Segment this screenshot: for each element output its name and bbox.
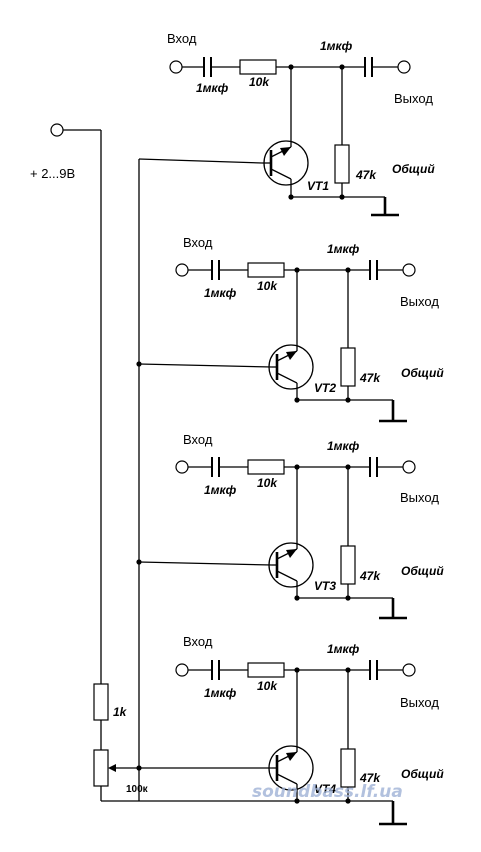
supply-terminal[interactable]: [50, 123, 64, 137]
output-label: Выход: [400, 490, 439, 505]
transistor-symbol: [268, 745, 314, 791]
base-bias-bus: [136, 158, 273, 801]
common-label: Общий: [392, 162, 435, 176]
stage-vt1: Вход 1мкф 10k 1мкф Выход 47k VT: [167, 31, 435, 217]
series-resistor-1k: [93, 683, 109, 721]
series-resistor-label: 10k: [257, 279, 278, 293]
output-terminal[interactable]: [402, 663, 416, 677]
input-terminal[interactable]: [169, 60, 183, 74]
supply-voltage-label: + 2...9В: [30, 166, 75, 181]
input-terminal[interactable]: [175, 263, 189, 277]
stage-vt4: Вход 1мкф 10k 1мкф Выход 47k VT: [175, 634, 444, 826]
output-label: Выход: [400, 294, 439, 309]
output-cap-label: 1мкф: [320, 39, 353, 53]
series-resistor-label: 10k: [257, 476, 278, 490]
load-resistor: [340, 545, 356, 585]
input-cap-label: 1мкф: [204, 686, 237, 700]
supply-rail: + 2...9В: [30, 123, 102, 684]
stage-vt3: Вход 1мкф 10k 1мкф Выход 47k VT: [175, 432, 444, 620]
transistor-label: VT4: [314, 782, 336, 796]
output-cap-label: 1мкф: [327, 642, 360, 656]
output-terminal[interactable]: [402, 460, 416, 474]
input-terminal[interactable]: [175, 460, 189, 474]
series-resistor: [247, 662, 285, 678]
common-label: Общий: [401, 767, 444, 781]
output-label: Выход: [400, 695, 439, 710]
load-resistor-label: 47k: [359, 771, 381, 785]
output-terminal[interactable]: [397, 60, 411, 74]
watermark: soundbass.lf.ua: [252, 782, 403, 802]
potentiometer[interactable]: [93, 749, 109, 787]
load-resistor-label: 47k: [355, 168, 377, 182]
load-resistor: [334, 144, 350, 184]
transistor-label: VT3: [314, 579, 336, 593]
series-resistor: [247, 459, 285, 475]
bias-divider: 1k 100к: [93, 683, 149, 802]
output-label: Выход: [394, 91, 433, 106]
series-resistor: [239, 59, 277, 75]
transistor-symbol: [268, 542, 314, 588]
series-resistor-label: 10k: [249, 75, 270, 89]
input-label: Вход: [183, 634, 213, 649]
load-resistor: [340, 347, 356, 387]
input-label: Вход: [183, 432, 213, 447]
potentiometer-wiper[interactable]: [108, 764, 116, 772]
input-cap-label: 1мкф: [204, 483, 237, 497]
transistor-label: VT1: [307, 179, 329, 193]
output-cap-label: 1мкф: [327, 439, 360, 453]
transistor-symbol: [268, 344, 314, 390]
input-cap-label: 1мкф: [204, 286, 237, 300]
output-cap-label: 1мкф: [327, 242, 360, 256]
input-label: Вход: [167, 31, 197, 46]
load-resistor-label: 47k: [359, 371, 381, 385]
input-label: Вход: [183, 235, 213, 250]
input-terminal[interactable]: [175, 663, 189, 677]
load-resistor-label: 47k: [359, 569, 381, 583]
potentiometer-label: 100к: [126, 784, 149, 795]
series-resistor-label: 10k: [257, 679, 278, 693]
common-label: Общий: [401, 366, 444, 380]
transistor-label: VT2: [314, 381, 336, 395]
stage-vt2: Вход 1мкф 10k 1мкф Выход 47k VT: [175, 235, 444, 423]
series-resistor-label: 1k: [113, 705, 128, 719]
series-resistor: [247, 262, 285, 278]
common-label: Общий: [401, 564, 444, 578]
input-cap-label: 1мкф: [196, 81, 229, 95]
output-terminal[interactable]: [402, 263, 416, 277]
